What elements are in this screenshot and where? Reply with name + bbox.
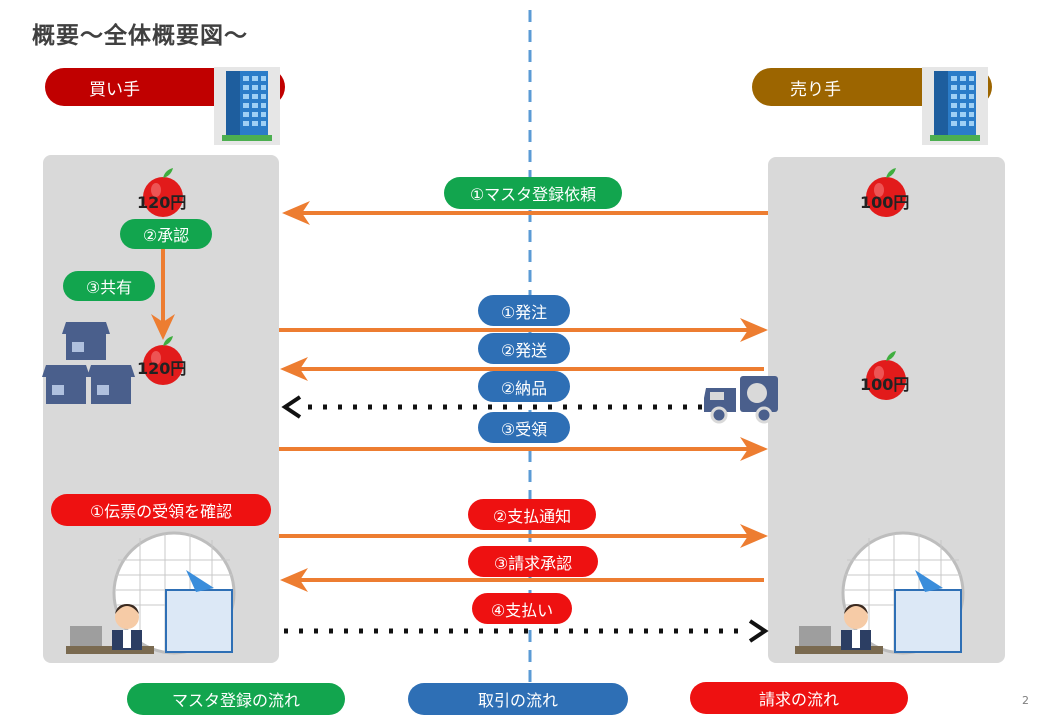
- arrow-ship: [280, 357, 764, 381]
- flow-master-request-label: ①マスタ登録依頼: [444, 177, 622, 209]
- seller-price-top: 100円: [860, 193, 910, 212]
- flow-deliver-label: ②納品: [478, 371, 570, 402]
- arrow-master-request: [282, 201, 768, 225]
- arrow-pay-notice: [279, 524, 768, 548]
- page-number: 2: [1022, 694, 1029, 707]
- buyer-label: 買い手: [89, 79, 140, 100]
- truck-icon: [704, 376, 778, 424]
- flow-receive-label: ③受領: [478, 412, 570, 443]
- seller-apple-bottom-icon: [866, 351, 906, 400]
- buyer-apple-bottom-icon: [143, 336, 183, 385]
- seller-label: 売り手: [790, 79, 841, 100]
- buyer-apple-top-icon: [143, 168, 183, 217]
- legend-master-flow: マスタ登録の流れ: [127, 683, 345, 715]
- flow-invoice-approve-label: ③請求承認: [468, 546, 598, 577]
- legend-billing-flow: 請求の流れ: [690, 682, 908, 714]
- flow-pay-notice-label: ②支払通知: [468, 499, 596, 530]
- legend-trade-flow: 取引の流れ: [408, 683, 628, 715]
- arrow-receive: [279, 437, 768, 461]
- arrow-payment: [284, 619, 769, 643]
- shop-icons: [42, 322, 135, 404]
- flow-payment-label: ④支払い: [472, 593, 572, 624]
- arrow-order: [279, 318, 768, 342]
- buyer-price-bottom: 120円: [137, 359, 187, 378]
- shop-right-icon: [87, 365, 135, 404]
- buyer-price-top: 120円: [137, 193, 187, 212]
- flow-order-label: ①発注: [478, 295, 570, 326]
- step-confirm-label: ①伝票の受領を確認: [51, 494, 271, 526]
- seller-building-icon: [922, 67, 988, 145]
- arrow-invoice-approve: [280, 568, 764, 592]
- buyer-operator-illustration: [66, 531, 236, 655]
- shop-top-icon: [62, 322, 110, 360]
- page-title: 概要〜全体概要図〜: [32, 23, 248, 49]
- flow-ship-label: ②発送: [478, 333, 570, 364]
- step-approve-label: ②承認: [120, 219, 212, 249]
- shop-left-icon: [42, 365, 90, 404]
- seller-operator-illustration: [795, 531, 965, 655]
- arrow-approve-down: [151, 245, 175, 340]
- seller-apple-top-icon: [866, 168, 906, 217]
- seller-price-bottom: 100円: [860, 375, 910, 394]
- buyer-building-icon: [214, 67, 280, 145]
- arrow-deliver: [281, 395, 702, 419]
- step-share-label: ③共有: [63, 271, 155, 301]
